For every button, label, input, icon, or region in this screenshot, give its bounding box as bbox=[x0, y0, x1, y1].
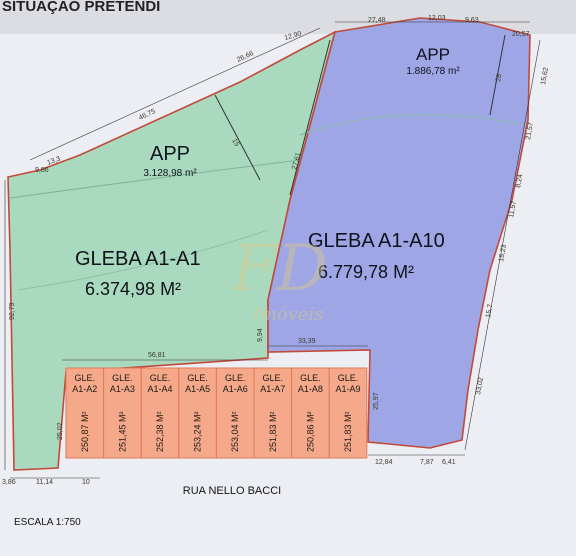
dim-d17: 28 bbox=[495, 73, 503, 82]
dim-d14: 15,23 bbox=[498, 244, 508, 263]
lot-name: GLE.A1-A9 bbox=[335, 373, 360, 394]
dim-bottom-1: 12,84 bbox=[375, 459, 393, 466]
lot-name: GLE.A1-A2 bbox=[72, 373, 97, 394]
dim-lots-left: 25,02 bbox=[57, 422, 64, 440]
app-left-area: 3.128,98 m² bbox=[143, 168, 197, 179]
app-left-boundary bbox=[9, 159, 301, 199]
lot-name: GLE.A1-A8 bbox=[298, 373, 323, 394]
dim-d18: 27,61 bbox=[291, 152, 302, 171]
gleba-a1-label: GLEBA A1-A1 bbox=[75, 248, 201, 270]
lot-area: 252,38 M² bbox=[155, 411, 165, 452]
lots-group: GLE.A1-A2 250,87 M² GLE.A1-A3 251,45 M² GLE.… bbox=[65, 367, 368, 459]
lot-name: GLE.A1-A4 bbox=[147, 373, 172, 394]
watermark-logo: FD bbox=[231, 232, 328, 306]
dim-d15: 15,7 bbox=[485, 304, 494, 319]
dim-d5: 12,90 bbox=[284, 31, 303, 42]
dim-d8: 9,63 bbox=[465, 17, 479, 24]
lot-parcel bbox=[140, 367, 180, 459]
watermark-text: Imóveis bbox=[252, 304, 324, 325]
dim-d13: 11,57 bbox=[508, 200, 518, 218]
dim-d6: 27,48 bbox=[368, 17, 386, 24]
lot-area: 251,83 M² bbox=[343, 411, 353, 452]
inner-green-line bbox=[17, 229, 269, 291]
dim-line-right bbox=[464, 39, 541, 451]
dim-small-v: 9,94 bbox=[257, 328, 264, 342]
gleba-a10-area: 6.779,78 M² bbox=[318, 262, 414, 282]
lot-name: GLE.A1-A3 bbox=[110, 373, 135, 394]
lot-parcel bbox=[328, 367, 368, 459]
street-name: RUA NELLO BACCI bbox=[183, 485, 281, 497]
lot-parcel bbox=[65, 367, 105, 459]
app-right-boundary bbox=[299, 114, 527, 136]
dim-top-left: 9,86 bbox=[35, 167, 49, 174]
dim-line-divider bbox=[289, 39, 331, 196]
lot-area: 250,87 M² bbox=[80, 411, 90, 452]
gleba-a10-label: GLEBA A1-A10 bbox=[308, 230, 445, 252]
dim-lots-right: 25,97 bbox=[373, 392, 380, 410]
lot-name: GLE.A1-A5 bbox=[185, 373, 210, 394]
lot-area: 251,45 M² bbox=[117, 411, 127, 452]
dim-line-app-right bbox=[489, 34, 506, 116]
dim-lots-top: 56,81 bbox=[148, 352, 166, 359]
dim-bottom-corner: 3,86 bbox=[2, 479, 16, 486]
app-right-area: 1.886,78 m² bbox=[406, 66, 460, 77]
dim-bottom-left-1: 11,14 bbox=[36, 479, 53, 486]
dim-lots-top-right: 33,39 bbox=[298, 338, 316, 345]
lot-parcel bbox=[178, 367, 217, 459]
lot-parcel bbox=[291, 367, 330, 459]
dim-bottom-2: 7,87 bbox=[420, 459, 434, 466]
gleba-a1-area: 6.374,98 M² bbox=[85, 279, 181, 299]
lot-parcel bbox=[253, 367, 293, 459]
dim-bottom-3: 6,41 bbox=[442, 459, 456, 466]
dim-left-side: 92,79 bbox=[9, 302, 16, 320]
dim-bottom-left-2: 10 bbox=[82, 479, 90, 486]
dim-d7: 12,03 bbox=[428, 15, 446, 22]
scale-label: ESCALA 1:750 bbox=[14, 517, 81, 528]
dim-d1: 13,3 bbox=[46, 156, 61, 167]
dim-d10: 15,62 bbox=[540, 67, 550, 86]
lot-parcel bbox=[215, 367, 255, 459]
dim-d16: 33,02 bbox=[475, 377, 485, 396]
dim-d9: 20,57 bbox=[512, 31, 530, 38]
header-title: SITUAÇÃO PRETENDI bbox=[2, 0, 160, 15]
lot-name: GLE.A1-A6 bbox=[223, 373, 248, 394]
lot-area: 253,04 M² bbox=[230, 411, 240, 452]
lot-area: 253,24 M² bbox=[193, 411, 203, 452]
dim-d3: 15 bbox=[230, 138, 240, 148]
app-right-label: APP bbox=[416, 45, 450, 64]
lot-area: 250,86 M² bbox=[305, 411, 315, 452]
dim-d12: 8,24 bbox=[515, 174, 524, 189]
dim-line-app-left bbox=[214, 94, 261, 181]
dim-line-top bbox=[29, 27, 321, 161]
lot-area: 251,83 M² bbox=[268, 411, 278, 452]
dim-d11: 21,57 bbox=[525, 122, 535, 141]
app-left-label: APP bbox=[150, 143, 190, 165]
lot-name: GLE.A1-A7 bbox=[260, 373, 285, 394]
